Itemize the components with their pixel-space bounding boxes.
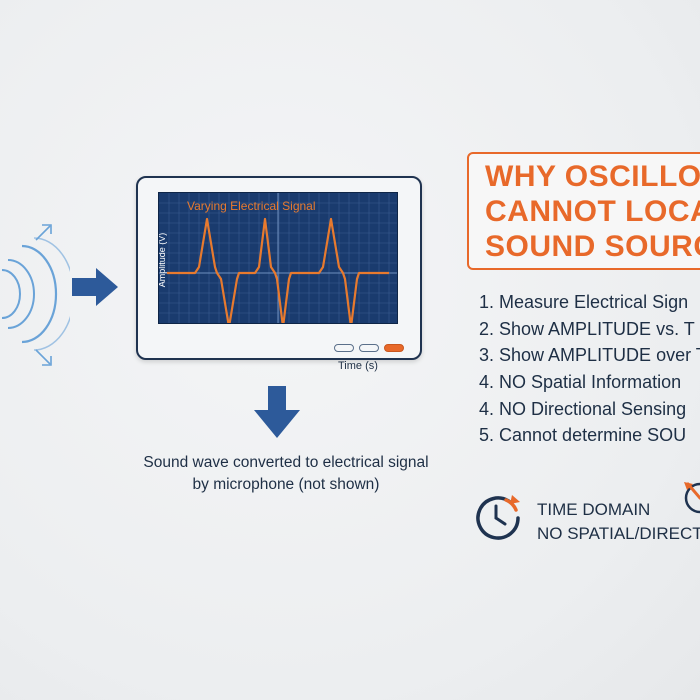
reason-item: 4. NO Spatial Information [479,372,682,393]
clock-icon [476,495,520,540]
scope-control-button-active[interactable] [384,344,404,352]
reason-item: 5. Cannot determine SOU [479,425,687,446]
title-line1: WHY OSCILLOS [485,160,700,193]
title-line2: CANNOT LOCA [485,195,700,228]
legend-no-spatial: NO SPATIAL/DIRECT [537,524,700,543]
reasons-list: 1. Measure Electrical Sign 2. Show AMPLI… [479,289,700,449]
down-arrow-icon [254,386,300,438]
y-axis-label: Amplitude (V) [158,232,167,288]
no-signal-icon [684,482,700,514]
reason-item: 1. Measure Electrical Sign [479,292,689,312]
sound-wave-icon [1,224,70,366]
legend-time-domain: TIME DOMAIN [537,500,651,519]
caption-line2: by microphone (not shown) [192,476,380,493]
scope-control-button[interactable] [359,344,379,352]
caption: Sound wave converted to electrical signa… [116,452,456,496]
signal-plot [159,193,397,323]
scope-controls [334,344,404,352]
signal-trace [167,217,389,323]
scope-control-button[interactable] [334,344,354,352]
reason-item: 4. NO Directional Sensing [479,398,687,419]
title-box: WHY OSCILLOS CANNOT LOCA SOUND SOURCE [467,152,700,270]
oscilloscope-screen: Varying Electrical Signal Amplitude (V) [158,192,398,324]
signal-label: Varying Electrical Signal [187,199,316,213]
right-arrow-icon [72,268,118,306]
reason-item: 3. Show AMPLITUDE over T [479,345,700,366]
reason-item: 2. Show AMPLITUDE vs. T [479,318,695,339]
title-line3: SOUND SOURCE [485,230,700,263]
caption-line1: Sound wave converted to electrical signa… [143,454,429,471]
oscilloscope: Varying Electrical Signal Amplitude (V) [136,176,422,360]
x-axis-label: Time (s) [338,360,378,372]
